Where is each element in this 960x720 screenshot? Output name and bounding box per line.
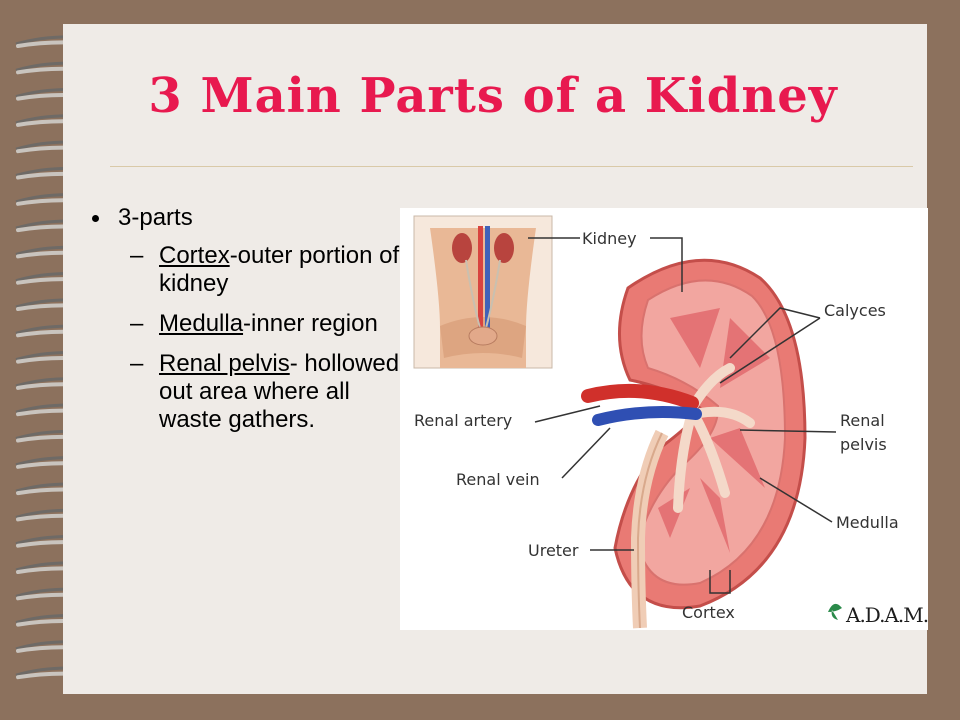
desc-medulla: -inner region: [243, 310, 378, 337]
label-renal-vein: Renal vein: [456, 470, 540, 489]
bullet-three-parts: 3-parts: [90, 204, 400, 232]
label-renal-artery: Renal artery: [414, 411, 512, 430]
bullet-list: 3-parts –Cortex-outer portion of kidney …: [90, 204, 400, 446]
adam-logo: A.D.A.M.: [828, 603, 928, 627]
desc-cortex: -outer portion of kidney: [159, 242, 400, 297]
label-calyces: Calyces: [824, 301, 886, 320]
slide-title: 3 Main Parts of a Kidney: [148, 68, 838, 124]
desc-renal-pelvis: - hollowed out area where all waste gath…: [159, 350, 400, 433]
label-renal-pelvis-line1: Renal: [840, 411, 885, 430]
torso-inset: [413, 215, 553, 369]
kidney-diagram: Kidney Calyces Renal artery Renal pelvis…: [400, 208, 928, 630]
label-medulla: Medulla: [836, 513, 899, 532]
term-renal-pelvis: Renal pelvis: [159, 350, 290, 377]
label-kidney: Kidney: [582, 229, 637, 248]
term-medulla: Medulla: [159, 310, 244, 337]
kidney-cross-section: [581, 258, 807, 629]
sub-bullet-renal-pelvis: –Renal pelvis- hollowed out area where a…: [130, 350, 400, 433]
adam-logo-text: A.D.A.M.: [845, 603, 928, 627]
title-divider: [110, 166, 913, 167]
label-cortex: Cortex: [682, 603, 735, 622]
label-ureter: Ureter: [528, 541, 579, 560]
term-cortex: Cortex: [159, 242, 230, 269]
sub-bullet-cortex: –Cortex-outer portion of kidney: [130, 242, 400, 297]
sub-bullet-medulla: –Medulla-inner region: [130, 310, 378, 337]
leader-lines: [528, 237, 837, 594]
label-renal-pelvis-line2: pelvis: [840, 435, 887, 454]
